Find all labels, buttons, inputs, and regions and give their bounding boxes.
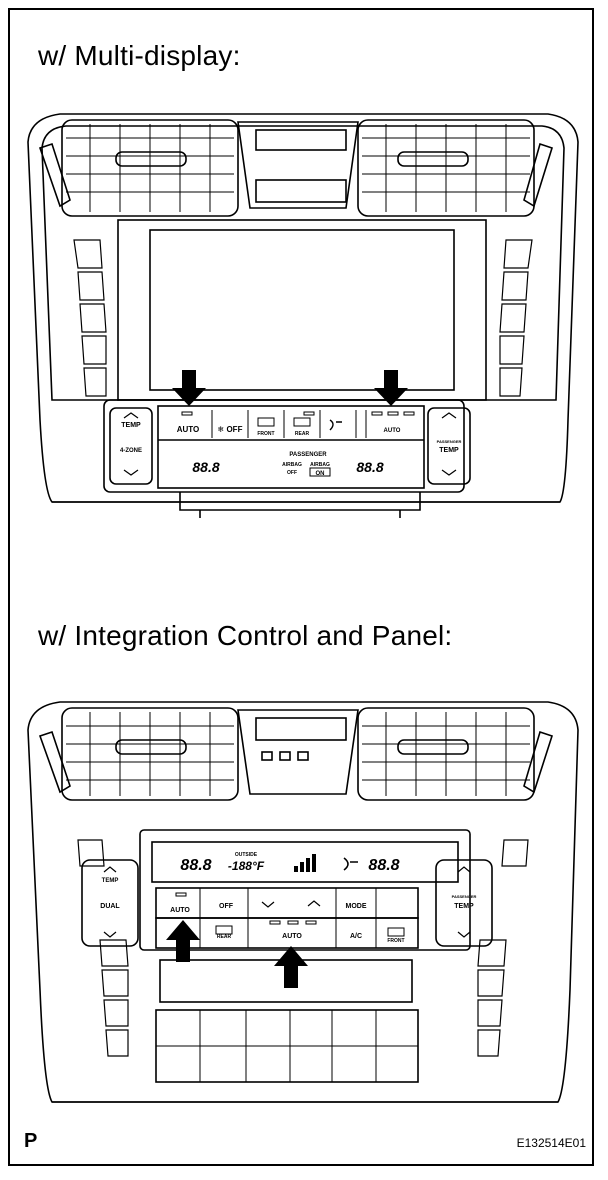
airflow-icon (343, 857, 358, 871)
arrow-down-auto-right (374, 370, 408, 406)
p1-front-defrost[interactable]: FRONT (257, 431, 274, 437)
p1-right-label-top: PASSENGER (437, 439, 462, 444)
rear-defrost-icon (215, 925, 233, 935)
p2-auto-button[interactable]: AUTO (170, 907, 190, 914)
left-side-vent (38, 142, 71, 208)
left-vent (61, 119, 239, 217)
p1-airbag-off: AIRBAG (282, 462, 302, 468)
airbag-on-box (309, 467, 331, 477)
passenger-temp-switch[interactable] (435, 859, 493, 947)
heading-integration-panel: w/ Integration Control and Panel: (38, 620, 453, 651)
p1-left-display: 88.8 (192, 459, 219, 475)
left-vent-knob (115, 151, 187, 167)
figure-code: E132514E01 (516, 1136, 586, 1150)
p2-front-defrost[interactable]: FRONT (387, 938, 404, 944)
p2-mode-button[interactable]: MODE (346, 903, 367, 910)
up-chevron-icon (457, 866, 471, 873)
down-chevron-icon (457, 931, 471, 938)
p2-outside-value: -188°F (228, 859, 265, 873)
p1-left-zone: 4-ZONE (120, 448, 142, 454)
fan-speed-icon (294, 854, 316, 872)
button-row-top (155, 887, 419, 919)
clock-display (255, 129, 347, 151)
climate-display (151, 841, 459, 883)
fan-up-chevron-icon[interactable] (307, 900, 321, 907)
mode-icon (329, 419, 342, 431)
integration-panel-housing (139, 829, 471, 951)
p2-rear-defrost[interactable]: REAR (217, 934, 232, 940)
dash-outer-bezel (27, 701, 579, 1103)
center-clock-housing (237, 121, 359, 209)
arrow-up-auto-left (166, 920, 200, 962)
left-vent (61, 707, 239, 801)
p2-display-left: 88.8 (180, 857, 211, 874)
footer-letter: P (24, 1130, 38, 1152)
climate-control-panel (103, 399, 465, 493)
p2-ac-button[interactable]: A/C (350, 933, 362, 940)
diagram-frame (8, 8, 594, 1166)
integration-control-dashboard: 88.8 OUTSIDE -188°F 88.8 TEMP DUAL AUTO … (27, 701, 579, 1103)
up-chevron-icon (103, 866, 117, 873)
up-chevron-icon (441, 412, 457, 419)
p1-airbag-on: AIRBAG (310, 462, 330, 468)
rear-defrost-icon (293, 417, 311, 427)
p1-auto-button[interactable]: AUTO (177, 425, 200, 434)
p1-rear-defrost[interactable]: REAR (295, 431, 310, 437)
dash-outer-bezel (27, 113, 579, 503)
p1-off-button[interactable]: ❄ OFF (218, 425, 243, 434)
p2-off-button[interactable]: OFF (219, 903, 234, 910)
passenger-temp-switch[interactable] (427, 407, 471, 485)
right-side-vent (523, 730, 554, 794)
p2-right-label-top: PASSENGER (452, 894, 477, 899)
p1-right-temp: TEMP (439, 447, 459, 454)
driver-temp-switch[interactable] (81, 859, 139, 947)
right-side-vent (523, 142, 553, 208)
right-vent (357, 119, 535, 217)
screen-bezel (117, 219, 487, 401)
button-row-bottom (155, 917, 419, 949)
p2-outside-label: OUTSIDE (235, 852, 258, 858)
p1-left-temp: TEMP (121, 422, 141, 429)
arrow-up-auto-center (274, 946, 308, 988)
down-chevron-icon (441, 469, 457, 476)
p2-right-temp: TEMP (454, 903, 474, 910)
p2-dual-button[interactable]: DUAL (100, 903, 120, 910)
p1-auto-right[interactable]: AUTO (384, 428, 401, 434)
p1-airbag-on-value: ON (316, 471, 325, 477)
clock-display (255, 717, 347, 741)
hazard-switch (255, 179, 347, 203)
p1-passenger-label: PASSENGER (289, 452, 327, 458)
p2-left-temp: TEMP (102, 878, 119, 884)
p2-display-right: 88.8 (368, 857, 399, 874)
up-chevron-icon (123, 412, 139, 419)
multi-display-dashboard: TEMP 4-ZONE AUTO ❄ OFF FRONT REAR AUTO P… (27, 113, 579, 518)
left-side-vent (38, 730, 71, 794)
multi-display-screen (149, 229, 455, 391)
fan-down-chevron-icon[interactable] (261, 901, 275, 908)
p1-airbag-off2: OFF (287, 470, 297, 476)
front-defrost-icon (387, 927, 405, 937)
left-vent-knob (115, 739, 187, 755)
p1-right-display: 88.8 (356, 459, 383, 475)
center-clock-housing (237, 709, 359, 795)
down-chevron-icon (103, 931, 117, 938)
indicator-lamp (297, 751, 309, 761)
right-vent-knob (397, 739, 469, 755)
down-chevron-icon (123, 469, 139, 476)
control-button-area (157, 405, 425, 489)
p2-auto-center[interactable]: AUTO (282, 933, 302, 940)
arrow-down-auto-left (172, 370, 206, 406)
right-vent-knob (397, 151, 469, 167)
front-defrost-icon (257, 417, 275, 427)
driver-temp-switch[interactable] (109, 407, 153, 485)
indicator-lamp (261, 751, 273, 761)
indicator-lamp (279, 751, 291, 761)
dash-inner-bezel (41, 125, 565, 401)
heading-multi-display: w/ Multi-display: (38, 40, 241, 71)
